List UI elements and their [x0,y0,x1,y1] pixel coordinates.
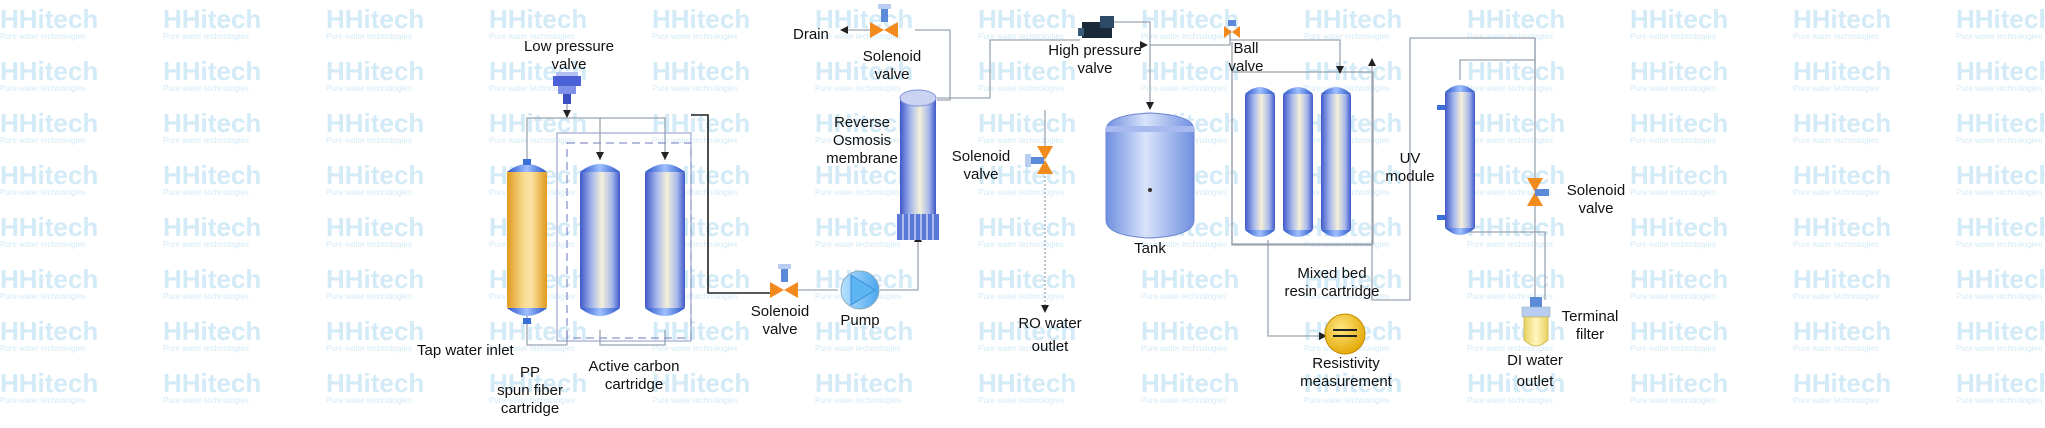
low-pressure-valve-shape [553,72,581,104]
terminal-filter-shape [1521,297,1551,347]
ro-membrane-shape [897,89,939,240]
pump-shape [840,270,880,310]
label-drain: Drain [793,26,829,43]
label-tank: Tank [1134,240,1166,257]
pp-cartridge-shape [507,159,547,324]
resistivity-meter-shape [1324,313,1366,355]
label-tap-water-inlet: Tap water inlet [417,342,514,359]
solenoid-valve-uv-shape [1527,178,1549,206]
pipes [526,21,1546,346]
solenoid-valve-inlet-shape [770,264,798,298]
solenoid-valve-ro-shape [1025,146,1053,174]
carbon-cartridge-2-shape [645,164,685,316]
label-pump: Pump [840,312,880,329]
uv-module-shape [1437,85,1475,235]
solenoid-valve-drain-shape [870,4,898,38]
mixed-bed-cartridges-shape [1245,87,1351,237]
tank-shape [1105,112,1195,239]
carbon-cartridge-1-shape [580,164,620,316]
high-pressure-valve-shape [1078,16,1114,38]
ball-valve-shape [1224,20,1240,38]
